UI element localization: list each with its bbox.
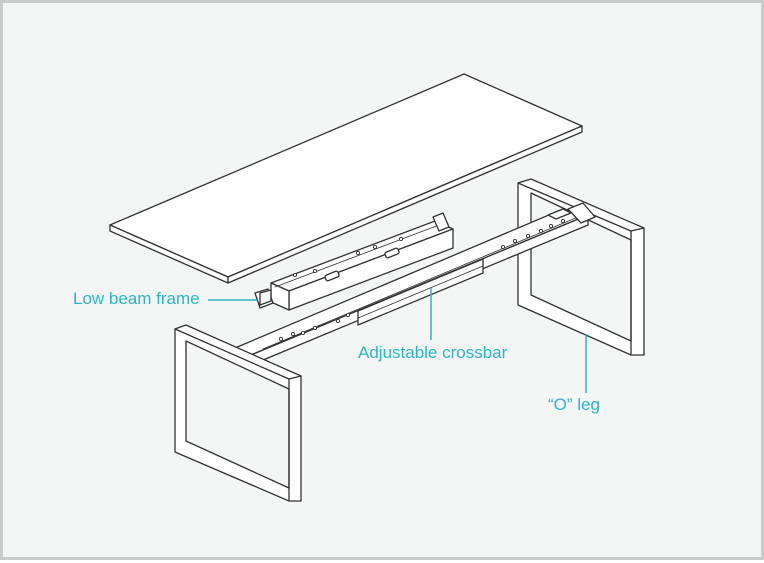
desk-exploded-view [109, 73, 645, 502]
desktop [109, 73, 583, 284]
adjustable-crossbar [234, 202, 596, 366]
o-leg-front [174, 324, 302, 502]
low-beam-frame [254, 212, 454, 311]
label-low-beam-frame: Low beam frame [73, 289, 200, 308]
label-adjustable-crossbar: Adjustable crossbar [358, 343, 508, 362]
label-o-leg: “O” leg [548, 395, 600, 414]
